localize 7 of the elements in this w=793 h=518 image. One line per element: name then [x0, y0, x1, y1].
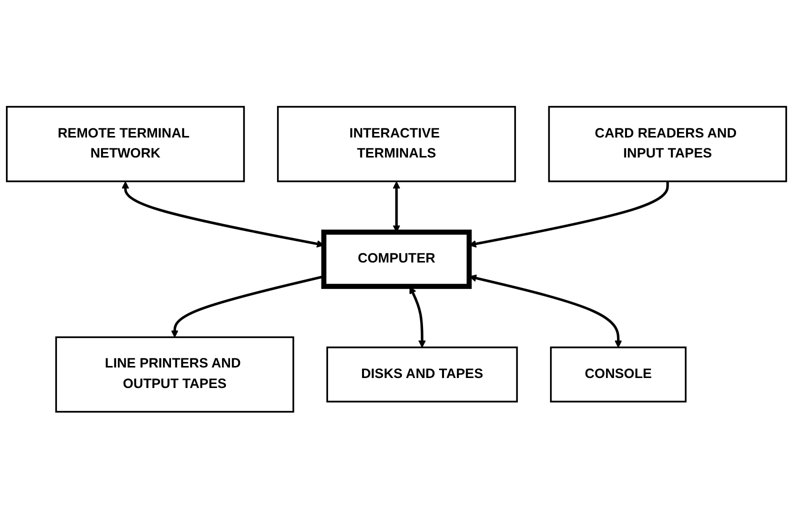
node-box: DISKS AND TAPES: [326, 346, 518, 402]
node-box: LINE PRINTERS AND OUTPUT TAPES: [55, 336, 294, 412]
node-box: INTERACTIVE TERMINALS: [277, 106, 516, 182]
node-box: CARD READERS AND INPUT TAPES: [548, 106, 788, 182]
node-box: CONSOLE: [550, 346, 687, 402]
node-box: COMPUTER: [321, 229, 472, 289]
node-box: REMOTE TERMINAL NETWORK: [6, 106, 245, 182]
